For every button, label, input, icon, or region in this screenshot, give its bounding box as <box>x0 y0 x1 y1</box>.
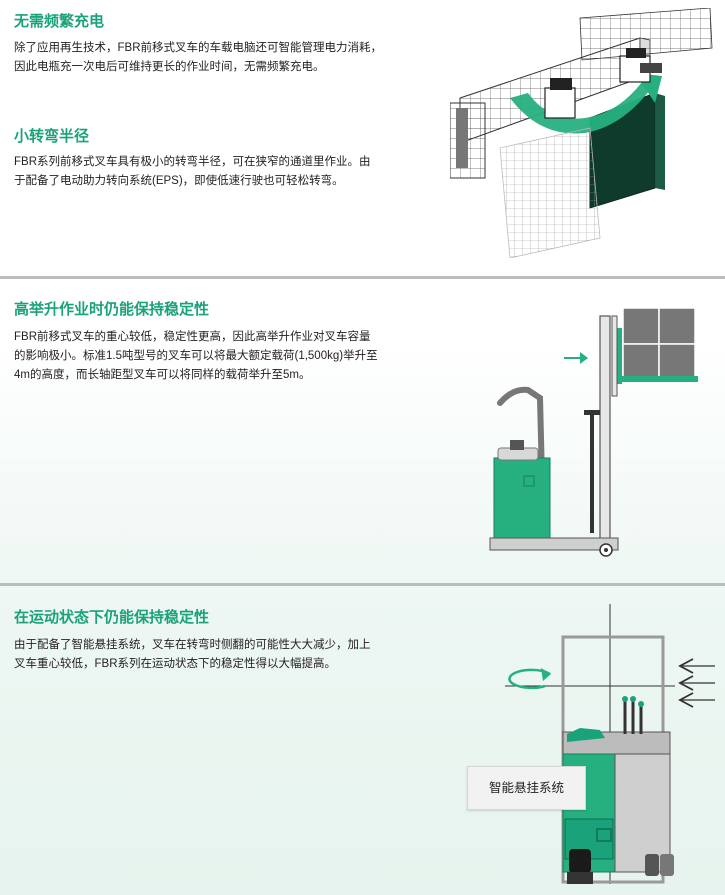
paragraph-line: 4m的高度，而长轴距型叉车可以将同样的载荷举升至5m。 <box>14 369 311 381</box>
paragraph-line: 除了应用再生技术，FBR前移式叉车的车载电脑还可智能管理电力消耗， <box>14 42 382 54</box>
paragraph-line: 因此电瓶充一次电后可维持更长的作业时间，无需频繁充电。 <box>14 61 325 73</box>
paragraph-high-lift: FBR前移式叉车的重心较低，稳定性更高，因此高举升作业对叉车容量 的影响极小。标… <box>14 328 404 385</box>
section-divider <box>0 276 725 279</box>
paragraph-charging: 除了应用再生技术，FBR前移式叉车的车载电脑还可智能管理电力消耗， 因此电瓶充一… <box>14 39 404 77</box>
paragraph-line: 叉车重心较低，FBR系列在运动状态下的稳定性得以大幅提高。 <box>14 658 336 670</box>
paragraph-line: FBR系列前移式叉车具有极小的转弯半径，可在狭窄的通道里作业。由 <box>14 156 371 168</box>
heading-small-turning-radius: 小转弯半径 <box>14 128 90 145</box>
paragraph-turning: FBR系列前移式叉车具有极小的转弯半径，可在狭窄的通道里作业。由 于配备了电动助… <box>14 153 404 191</box>
pallet-load <box>622 307 696 381</box>
paragraph-line: FBR前移式叉车的重心较低，稳定性更高，因此高举升作业对叉车容量 <box>14 331 371 343</box>
heading-no-frequent-charging: 无需频繁充电 <box>14 13 105 30</box>
section-divider <box>0 583 725 586</box>
paragraph-line: 的影响极小。标准1.5吨型号的叉车可以将最大额定载荷(1,500kg)举升至 <box>14 350 378 362</box>
paragraph-line: 于配备了电动助力转向系统(EPS)，即使低速行驶也可轻松转弯。 <box>14 175 344 187</box>
smart-suspension-callout: 智能悬挂系统 <box>467 766 586 810</box>
paragraph-motion: 由于配备了智能悬挂系统，叉车在转弯时侧翻的可能性大大减少，加上 叉车重心较低，F… <box>14 636 404 674</box>
forklift-high-lift-illustration <box>489 307 698 557</box>
paragraph-line: 由于配备了智能悬挂系统，叉车在转弯时侧翻的可能性大大减少，加上 <box>14 639 371 651</box>
heading-motion-stability: 在运动状态下仍能保持稳定性 <box>14 609 210 626</box>
heading-high-lift-stability: 高举升作业时仍能保持稳定性 <box>14 301 210 318</box>
warehouse-aisle-illustration <box>450 8 713 258</box>
forklift-suspension-illustration <box>505 604 715 884</box>
